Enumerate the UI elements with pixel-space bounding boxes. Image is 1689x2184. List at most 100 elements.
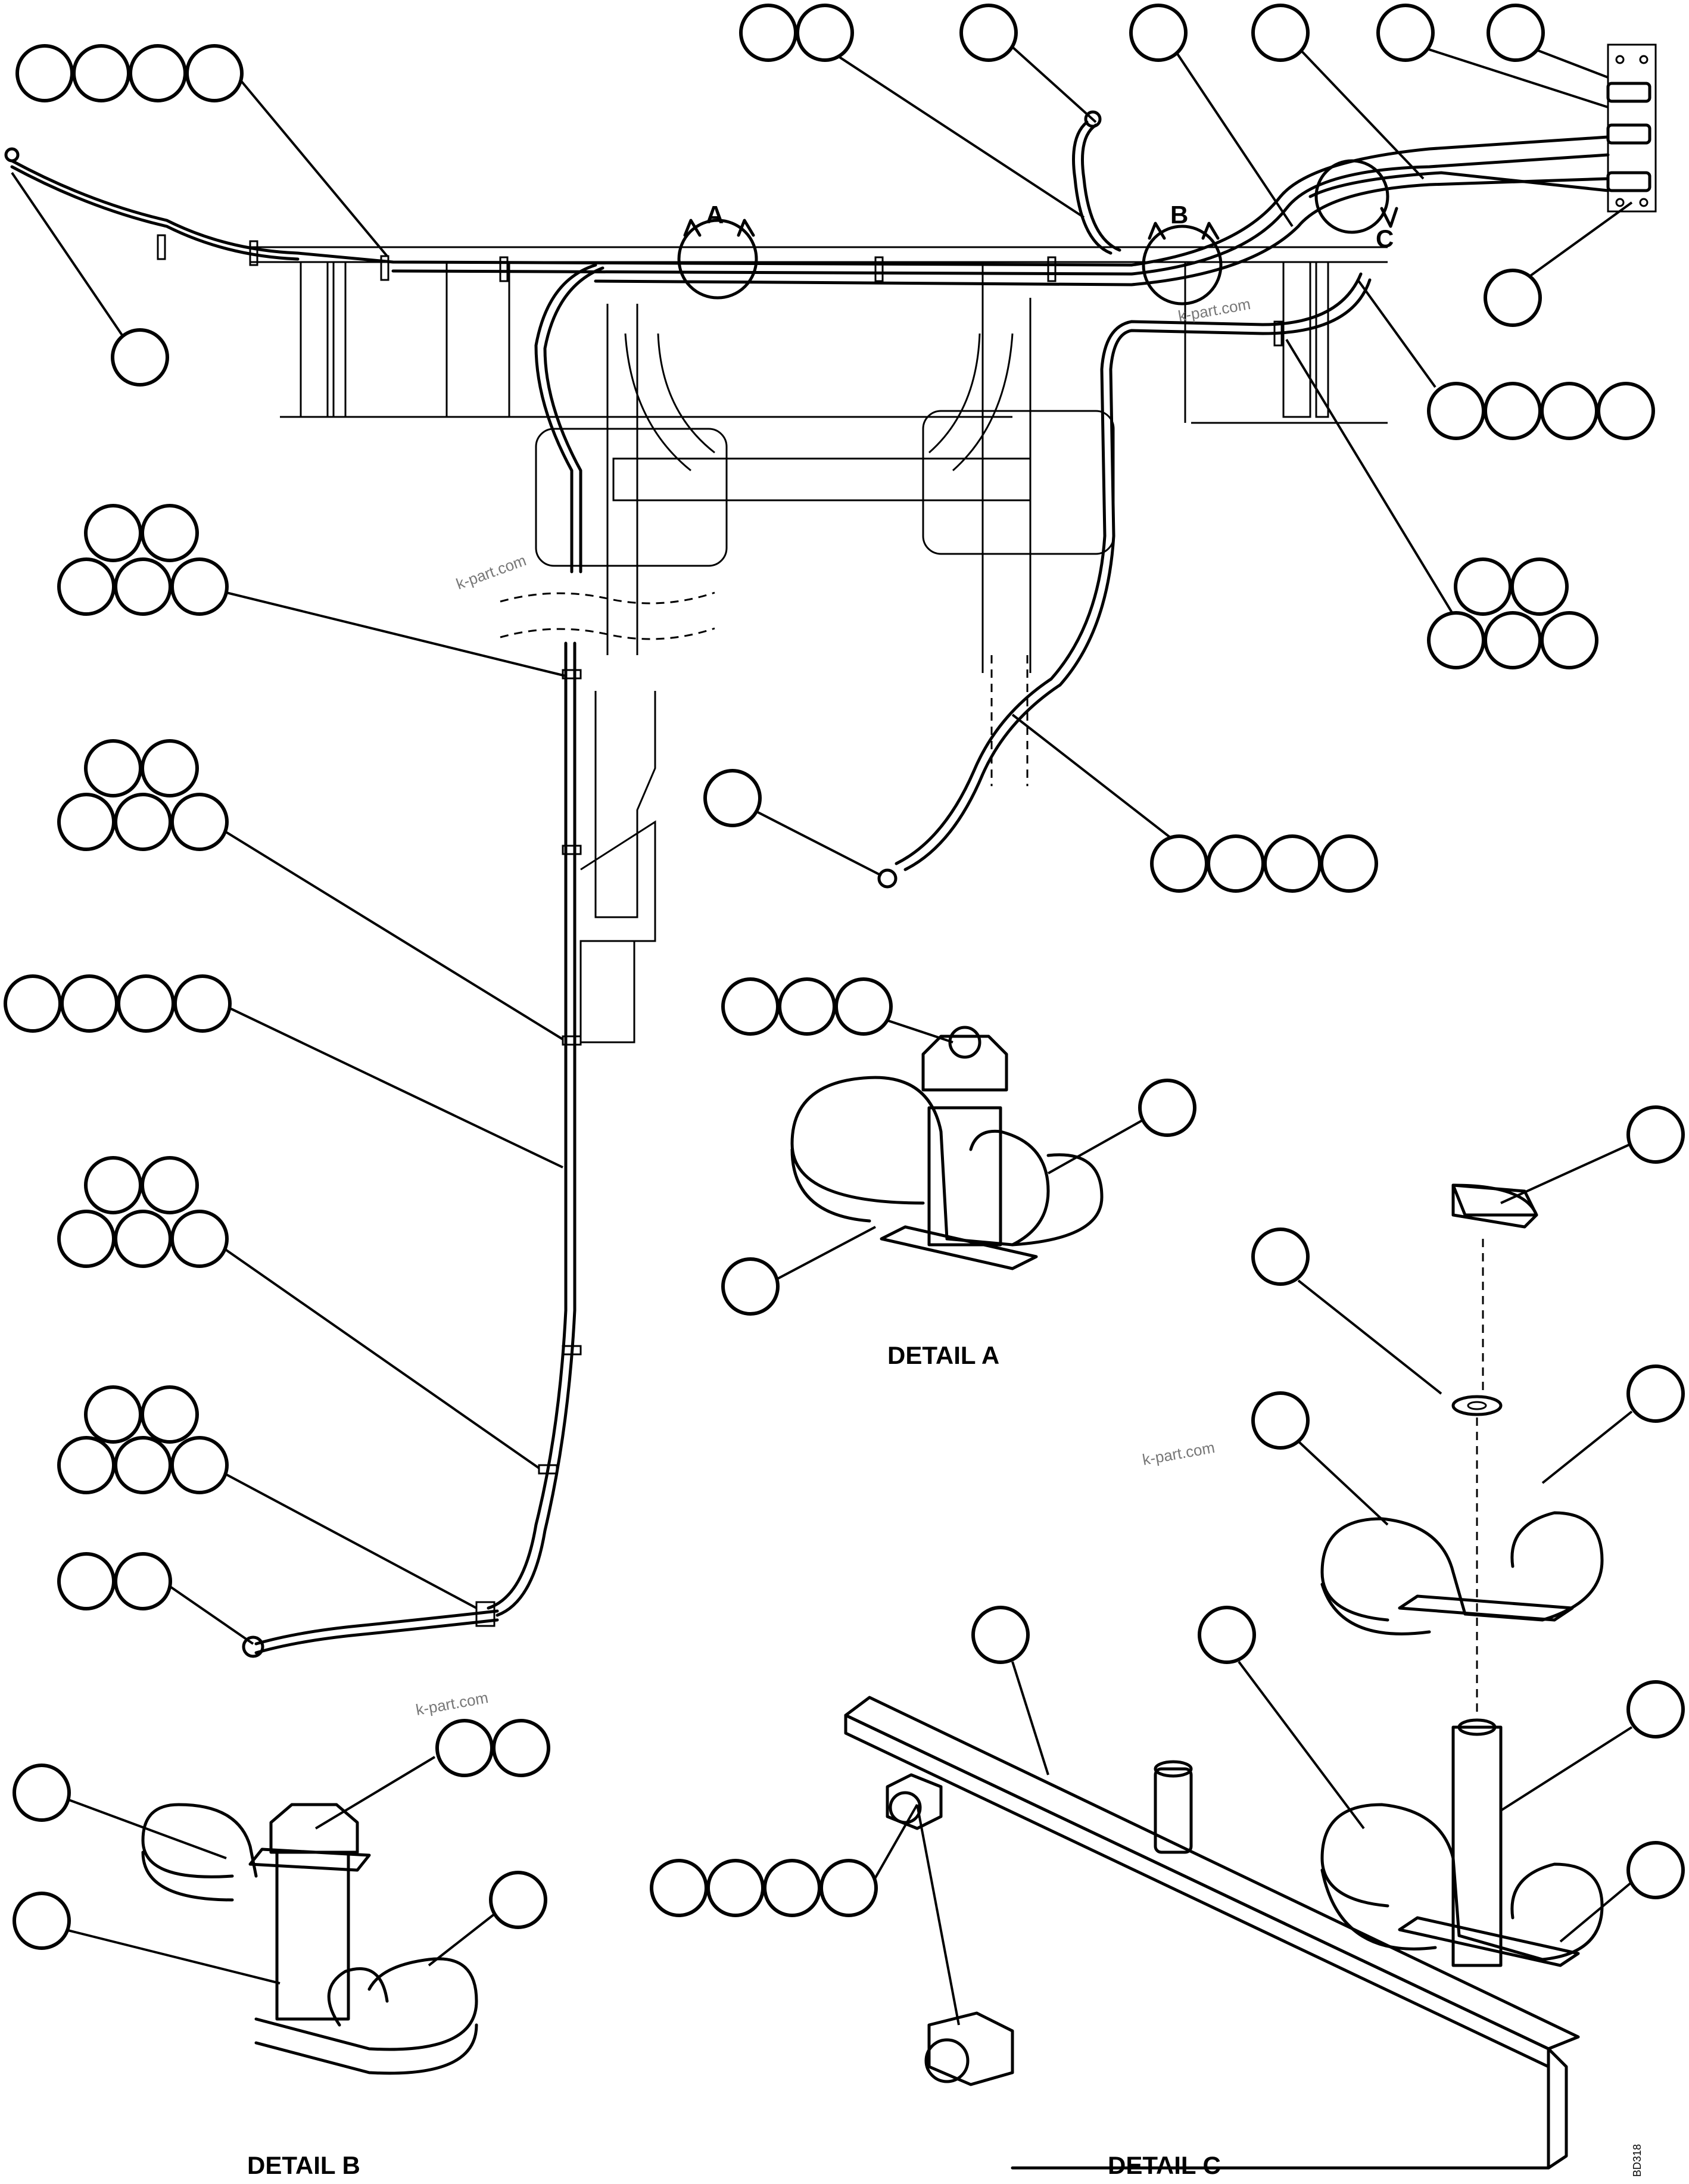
callout-bubble <box>57 1436 116 1494</box>
leader-line <box>213 824 564 1040</box>
callout-bubble <box>170 793 229 851</box>
callout-bubble <box>173 974 232 1033</box>
callout-bubble <box>1427 382 1485 440</box>
detail-c-upper-clamp <box>1320 1183 1604 1715</box>
detail-a-clamp: DETAIL A <box>790 1026 1104 1369</box>
callout-bubble <box>15 44 74 102</box>
callout-bubble <box>739 4 797 62</box>
callout-bubble <box>117 974 175 1033</box>
detail-b-clamp: DETAIL B <box>141 1803 478 2179</box>
view-marker-b: B <box>1142 201 1223 306</box>
callout-bubble <box>1454 557 1512 616</box>
view-marker-a: A <box>677 201 758 300</box>
callout-bubble <box>1626 1105 1685 1164</box>
leader-lines <box>11 40 1633 2026</box>
callout-bubble <box>1263 834 1322 893</box>
callout-bubble <box>4 974 62 1033</box>
leader-line <box>226 1005 563 1169</box>
detail-c-bracket-assembly: DETAIL C <box>844 1696 1604 2179</box>
leader-line <box>65 1797 227 1859</box>
leader-line <box>1011 714 1174 841</box>
leader-line <box>868 1804 918 1889</box>
callout-bubble <box>114 793 172 851</box>
bulkhead-block <box>1606 43 1657 213</box>
callout-bubble <box>1251 4 1310 62</box>
hose-bundle <box>4 110 1610 1658</box>
callout-bubble <box>141 1156 199 1214</box>
leader-line <box>1500 1142 1632 1204</box>
callout-bubble <box>60 974 119 1033</box>
leader-line <box>1357 279 1436 388</box>
leader-line <box>213 1241 540 1469</box>
leader-line <box>1523 201 1633 281</box>
callout-bubble <box>703 769 762 827</box>
callout-bubble <box>170 557 229 616</box>
callout-bubble <box>114 1552 172 1610</box>
leader-line <box>1423 46 1609 108</box>
callout-bubble <box>763 1859 821 1917</box>
callout-bubble <box>1484 382 1542 440</box>
leader-line <box>214 1467 477 1609</box>
break-lines <box>500 591 1029 786</box>
callout-bubble <box>1320 834 1378 893</box>
callout-bubble <box>1626 1680 1685 1739</box>
leader-line <box>237 76 388 257</box>
callout-bubble <box>57 1552 116 1610</box>
callout-bubble <box>1597 382 1655 440</box>
callout-bubble <box>141 504 199 562</box>
callout-bubble <box>185 44 244 102</box>
leader-line <box>1559 1881 1633 1943</box>
callout-bubble <box>114 1436 172 1494</box>
watermark-4: k-part.com <box>415 1688 490 1719</box>
callout-bubbles <box>4 4 1685 1950</box>
callout-bubble <box>1138 1079 1196 1137</box>
leader-line <box>1172 46 1294 228</box>
callout-bubble <box>84 1156 142 1214</box>
callout-bubble <box>778 977 836 1036</box>
callout-bubble <box>114 557 172 616</box>
leader-line <box>1285 338 1457 621</box>
callout-bubble <box>84 1385 142 1444</box>
callout-bubble <box>971 1606 1030 1664</box>
callout-bubble <box>129 44 187 102</box>
callout-bubble <box>111 328 169 387</box>
detail-c-label: DETAIL C <box>1108 2151 1221 2179</box>
callout-bubble <box>959 4 1018 62</box>
callout-bubble <box>1484 269 1542 327</box>
callout-bubble <box>57 557 116 616</box>
view-label-c: C <box>1376 225 1394 253</box>
callout-bubble <box>1150 834 1208 893</box>
callout-bubble <box>650 1859 708 1917</box>
callout-bubble <box>141 1385 199 1444</box>
leader-line <box>1297 1279 1442 1395</box>
callout-bubble <box>84 739 142 797</box>
view-label-a: A <box>706 201 724 229</box>
detail-b-label: DETAIL B <box>247 2151 360 2179</box>
leader-line <box>1297 46 1425 180</box>
leader-line <box>1238 1660 1365 1830</box>
leader-line <box>774 1226 876 1282</box>
callout-bubble <box>1626 1841 1685 1899</box>
leader-line <box>314 1756 436 1830</box>
leader-line <box>1500 1726 1633 1812</box>
callout-bubble <box>1484 611 1542 669</box>
view-label-b: B <box>1170 201 1188 229</box>
callout-bubble <box>489 1871 547 1929</box>
callout-bubble <box>170 1436 229 1494</box>
callout-bubble <box>1129 4 1188 62</box>
watermark-2: k-part.com <box>1177 295 1252 325</box>
callout-bubble <box>1198 1606 1256 1664</box>
callout-bubble <box>1540 382 1598 440</box>
callout-bubble <box>834 977 893 1036</box>
callout-bubble <box>1510 557 1569 616</box>
callout-bubble <box>57 1210 116 1268</box>
callout-bubble <box>1626 1364 1685 1423</box>
view-marker-c: C <box>1314 159 1398 253</box>
detail-a-label: DETAIL A <box>887 1341 999 1369</box>
callout-bubble <box>1427 611 1485 669</box>
leader-line <box>1297 1440 1389 1526</box>
callout-bubble <box>1540 611 1598 669</box>
watermark-3: k-part.com <box>1141 1438 1216 1469</box>
watermark-1: k-part.com <box>454 551 529 593</box>
